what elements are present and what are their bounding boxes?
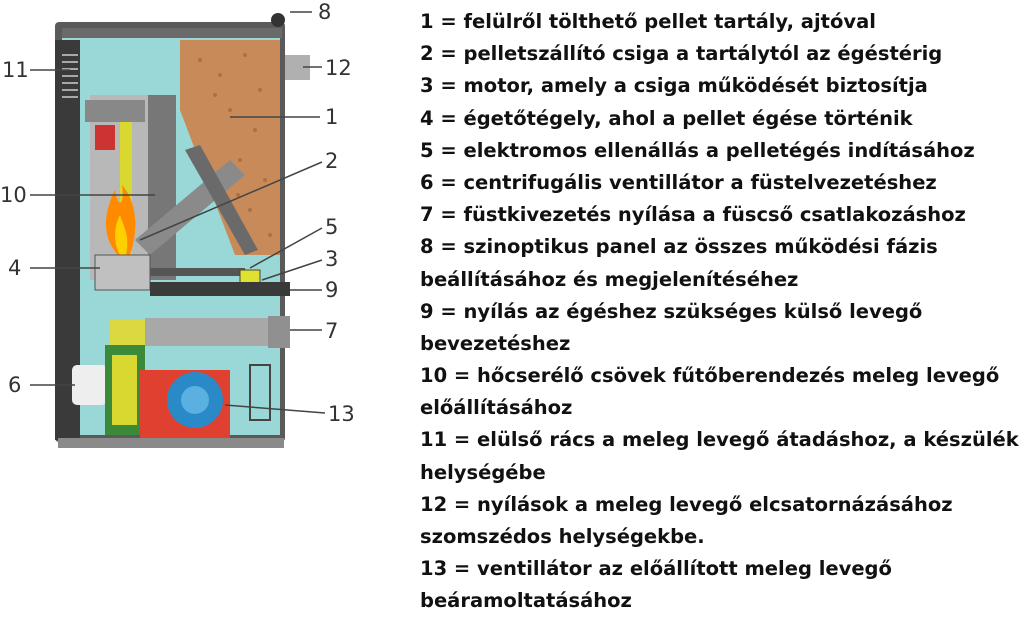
- callout-2: 2: [325, 149, 338, 173]
- callout-8: 8: [318, 0, 331, 24]
- legend-line: 3 = motor, amely a csiga működését bizto…: [420, 74, 928, 98]
- ignition-resistor: [150, 268, 245, 276]
- callout-5: 5: [325, 215, 338, 239]
- pellet-stove-cutaway-diagram: 8 11 12 1 2 10 5 3 4 9 7 6 13: [0, 0, 355, 448]
- legend-line: 8 = szinoptikus panel az összes működési…: [420, 235, 938, 259]
- legend-line: 1 = felülről tölthető pellet tartály, aj…: [420, 10, 876, 33]
- component-legend: 1 = felülről tölthető pellet tartály, aj…: [420, 6, 1020, 618]
- front-grille: [62, 54, 78, 98]
- legend-line: szomszédos helységekbe.: [420, 525, 705, 548]
- air-intake-pipe: [150, 282, 290, 296]
- callout-11: 11: [2, 58, 29, 82]
- callout-12: 12: [325, 56, 352, 80]
- pellet-hopper: [180, 40, 280, 255]
- legend-line: beáramoltatásához: [420, 589, 632, 613]
- stove-base: [58, 438, 284, 448]
- smoke-extraction-fan: [72, 345, 145, 435]
- legend-line: 4 = égetőtégely, ahol a pellet égése tör…: [420, 106, 913, 130]
- callout-1: 1: [325, 105, 338, 129]
- flue-outlet: [110, 316, 290, 365]
- callout-6: 6: [8, 373, 21, 397]
- legend-line: 13 = ventillátor az előállított meleg le…: [420, 557, 892, 581]
- callout-10: 10: [0, 183, 27, 207]
- flame-icon: [105, 185, 136, 255]
- pellet-auger: [135, 145, 258, 255]
- legend-line: bevezetéshez: [420, 331, 571, 355]
- legend-line: beállításához és megjelenítéséhez: [420, 267, 799, 291]
- legend-line: 12 = nyílások a meleg levegő elcsatornáz…: [420, 492, 953, 516]
- callout-9: 9: [325, 278, 338, 302]
- legend-line: előállításához: [420, 396, 573, 420]
- legend-line: 6 = centrifugális ventillátor a füstelve…: [420, 170, 937, 194]
- legend-line: 11 = elülső rács a meleg levegő átadásho…: [420, 428, 1019, 452]
- synoptic-panel-knob: [271, 13, 285, 27]
- callout-leader-lines: [30, 11, 326, 414]
- warm-air-fan: [140, 364, 271, 440]
- callout-7: 7: [325, 319, 338, 343]
- callout-4: 4: [8, 256, 21, 280]
- legend-line: helységébe: [420, 460, 546, 484]
- legend-line: 7 = füstkivezetés nyílása a füscső csatl…: [420, 203, 966, 227]
- burn-pot: [94, 254, 151, 291]
- combustion-chamber: [85, 95, 176, 280]
- callout-3: 3: [325, 247, 338, 271]
- legend-line: 10 = hőcserélő csövek fűtőberendezés mel…: [420, 364, 1000, 388]
- legend-line: 9 = nyílás az égéshez szükséges külső le…: [420, 299, 923, 323]
- legend-line: 2 = pelletszállító csiga a tartálytól az…: [420, 42, 943, 66]
- legend-line: 5 = elektromos ellenállás a pelletégés i…: [420, 138, 975, 162]
- callout-13: 13: [328, 402, 355, 426]
